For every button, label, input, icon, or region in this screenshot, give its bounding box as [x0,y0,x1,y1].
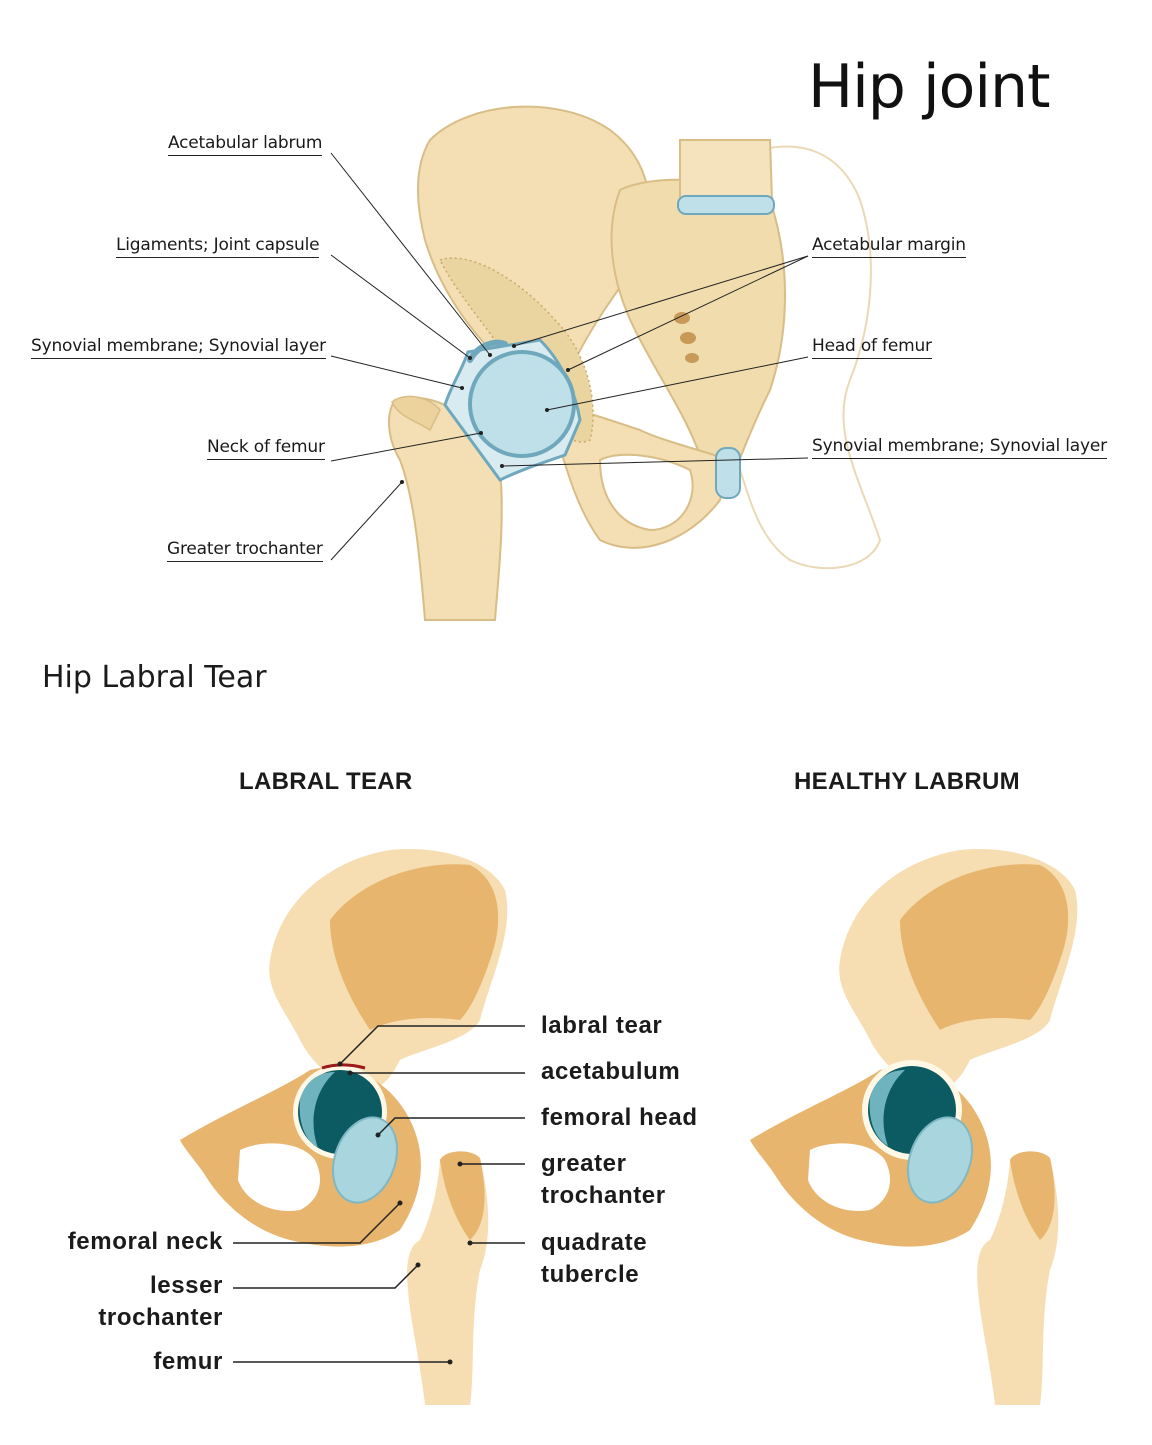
label-ligaments-joint-capsule: Ligaments; Joint capsule [116,235,320,258]
label-acetabular-labrum: Acetabular labrum [168,133,322,156]
hip-joint-illustration [330,105,882,621]
label-femoral-neck: femoral neck [67,1228,223,1255]
labral-tear-diagram [180,849,1078,1405]
femur-healthy-shade [1010,1151,1055,1240]
label-lesser-trochanter: lesser trochanter [98,1272,223,1331]
label-acetabular-margin: Acetabular margin [812,235,966,258]
femoral-head-shape [468,350,576,458]
label-femur: femur [153,1348,223,1375]
label-synovial-membrane-left: Synovial membrane; Synovial layer [31,336,326,359]
ilium-tear-shade [330,864,499,1030]
femoral-head-healthy [907,1116,973,1204]
femoral-head-tear [332,1116,398,1204]
intervertebral-disc [677,195,775,215]
pubic-symphysis [715,447,741,499]
label-neck-of-femur: Neck of femur [207,437,325,460]
sacrum [610,178,786,471]
vertebra [679,139,774,201]
label-head-of-femur: Head of femur [812,336,932,359]
label-quadrate-tubercle: quadrate tubercle [541,1229,648,1288]
label-greater-trochanter-diagram: greater trochanter [541,1150,666,1209]
pelvis-outline-faint [739,145,882,570]
acetabulum-cartilage-healthy [869,1070,905,1146]
obturator-healthy [808,1143,890,1211]
obturator-tear [238,1143,320,1211]
panel-title-labral-tear: LABRAL TEAR [239,768,413,795]
greater-trochanter-shape [391,395,441,432]
obturator-foramen [598,453,694,532]
acetabulum-cartilage-tear [299,1072,335,1148]
label-synovial-membrane-right: Synovial membrane; Synovial layer [812,436,1107,459]
label-labral-tear: labral tear [541,1012,663,1039]
label-acetabulum: acetabulum [541,1058,681,1085]
hip-diagram-tear [180,849,508,1405]
label-greater-trochanter: Greater trochanter [167,539,323,562]
femur-tear-shade [440,1151,485,1240]
ilium-healthy-shade [900,864,1069,1030]
top-title: Hip joint [808,52,1051,122]
section-title: Hip Labral Tear [42,660,267,695]
panel-title-healthy-labrum: HEALTHY LABRUM [794,768,1020,795]
hip-diagram-healthy [750,849,1078,1405]
labrum-shape [467,339,508,363]
label-femoral-head: femoral head [541,1104,698,1131]
labral-tear-mark [321,1063,366,1070]
